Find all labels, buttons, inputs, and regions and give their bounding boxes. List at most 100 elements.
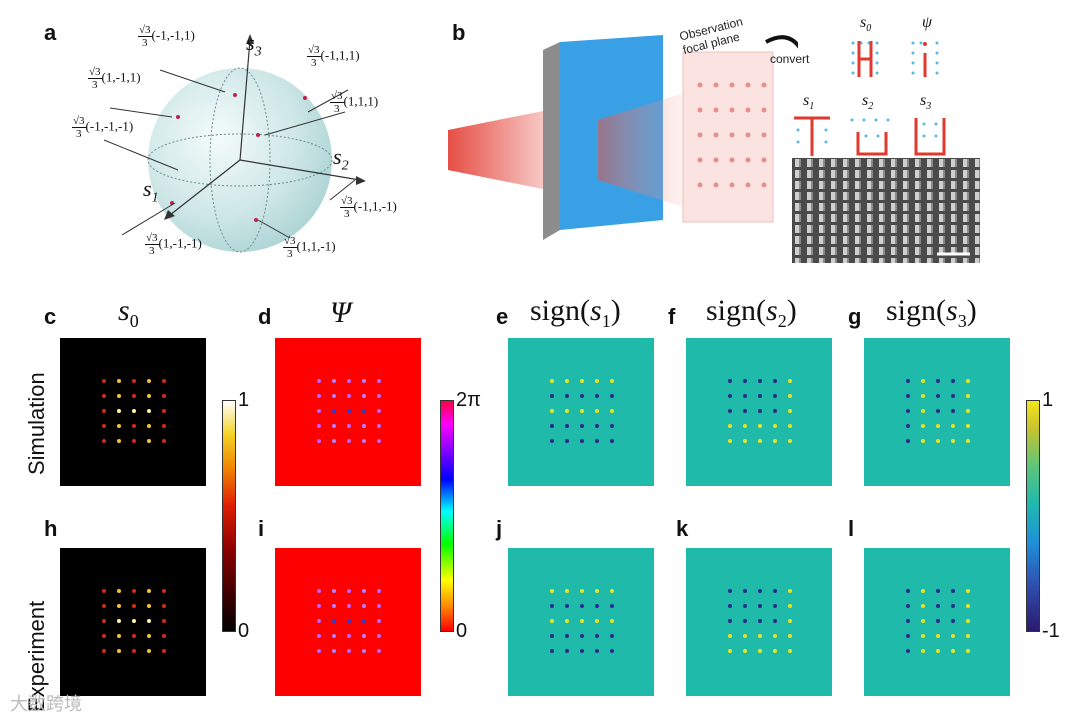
title-sign-s3: sign(s3) [886,294,977,331]
focal-spot [580,394,584,398]
focal-spot [550,424,554,428]
panel-label-g: g [848,304,862,329]
focal-spot [743,394,747,398]
focal-spot [595,589,599,593]
focal-spot [565,634,569,638]
focal-spot [132,379,136,383]
output-beam [598,90,693,210]
panel-label-l: l [848,516,855,541]
focal-spot [362,604,366,608]
focal-spot [951,619,955,623]
panel-label-d: d [258,304,272,329]
focal-spot [565,379,569,383]
focal-spot [377,394,381,398]
s2-axis [239,159,361,181]
focal-spot [743,424,747,428]
focal-spot [906,439,910,443]
focal-spot [773,424,777,428]
focal-spot [132,424,136,428]
focal-spot [921,604,925,608]
panel-l-sign-s3-experiment [864,548,1010,696]
focal-spot [347,634,351,638]
focal-spot [565,619,569,623]
focal-spot [132,649,136,653]
focal-spot [966,409,970,413]
focal-spot [758,394,762,398]
panel-c-s0-simulation [60,338,206,486]
focal-spot [788,634,792,638]
focal-spot [595,439,599,443]
panel-label-k: k [676,516,689,541]
focal-spot [743,649,747,653]
focal-spot [906,394,910,398]
focal-spot [728,409,732,413]
focal-spot [773,589,777,593]
focal-spot-array [697,82,767,188]
focal-spot [362,619,366,623]
focal-spot [728,394,732,398]
focal-spot [580,439,584,443]
pattern-label-s0: s0 [860,14,872,35]
focal-spot [610,649,614,653]
colorbar-phase-max: 2π [456,389,481,411]
focal-spot [317,619,321,623]
pattern-icons-top [851,41,939,77]
colorbar-intensity-min: 0 [238,620,250,642]
focal-spot [758,589,762,593]
panel-label-e: e [496,304,509,329]
focal-spot [347,409,351,413]
focal-spot [773,379,777,383]
focal-spot [936,589,940,593]
focal-spot [377,424,381,428]
focal-spot [377,379,381,383]
focal-spot [610,604,614,608]
pattern-H-icon [857,41,873,77]
focal-spot [117,634,121,638]
focal-spot [610,409,614,413]
s1-axis-label: s1 [143,176,159,206]
leader-8 [257,219,291,239]
focal-spot [362,394,366,398]
focal-spot [117,619,121,623]
focal-spot [162,589,166,593]
focal-spot [332,394,336,398]
panel-h-s0-experiment [60,548,206,696]
focal-spot [758,439,762,443]
focal-spot [758,409,762,413]
metasurface-schematic [448,35,798,240]
focal-spot [743,409,747,413]
focal-spot [550,589,554,593]
focal-spot [758,604,762,608]
focal-spot [147,649,151,653]
s1-axis [169,159,241,216]
focal-spot [610,589,614,593]
focal-spot [565,424,569,428]
focal-spot [117,649,121,653]
focal-spot [550,409,554,413]
focal-spot [377,439,381,443]
focal-spot [362,409,366,413]
focal-spot [377,619,381,623]
focal-spot [728,604,732,608]
panel-label-h: h [44,516,58,541]
focal-spot [758,424,762,428]
colorbar-intensity [222,400,236,632]
focal-spot [347,604,351,608]
focal-spot [595,409,599,413]
focal-spot [966,604,970,608]
focal-spot [550,634,554,638]
focal-spot [347,439,351,443]
focal-spot [147,634,151,638]
focal-spot [728,649,732,653]
focal-spot [743,439,747,443]
focal-spot [132,634,136,638]
focal-spot [147,409,151,413]
focal-spot [743,604,747,608]
s2-arrow-icon [356,176,366,185]
focal-spot [377,634,381,638]
focal-spot [921,424,925,428]
focal-spot [788,379,792,383]
